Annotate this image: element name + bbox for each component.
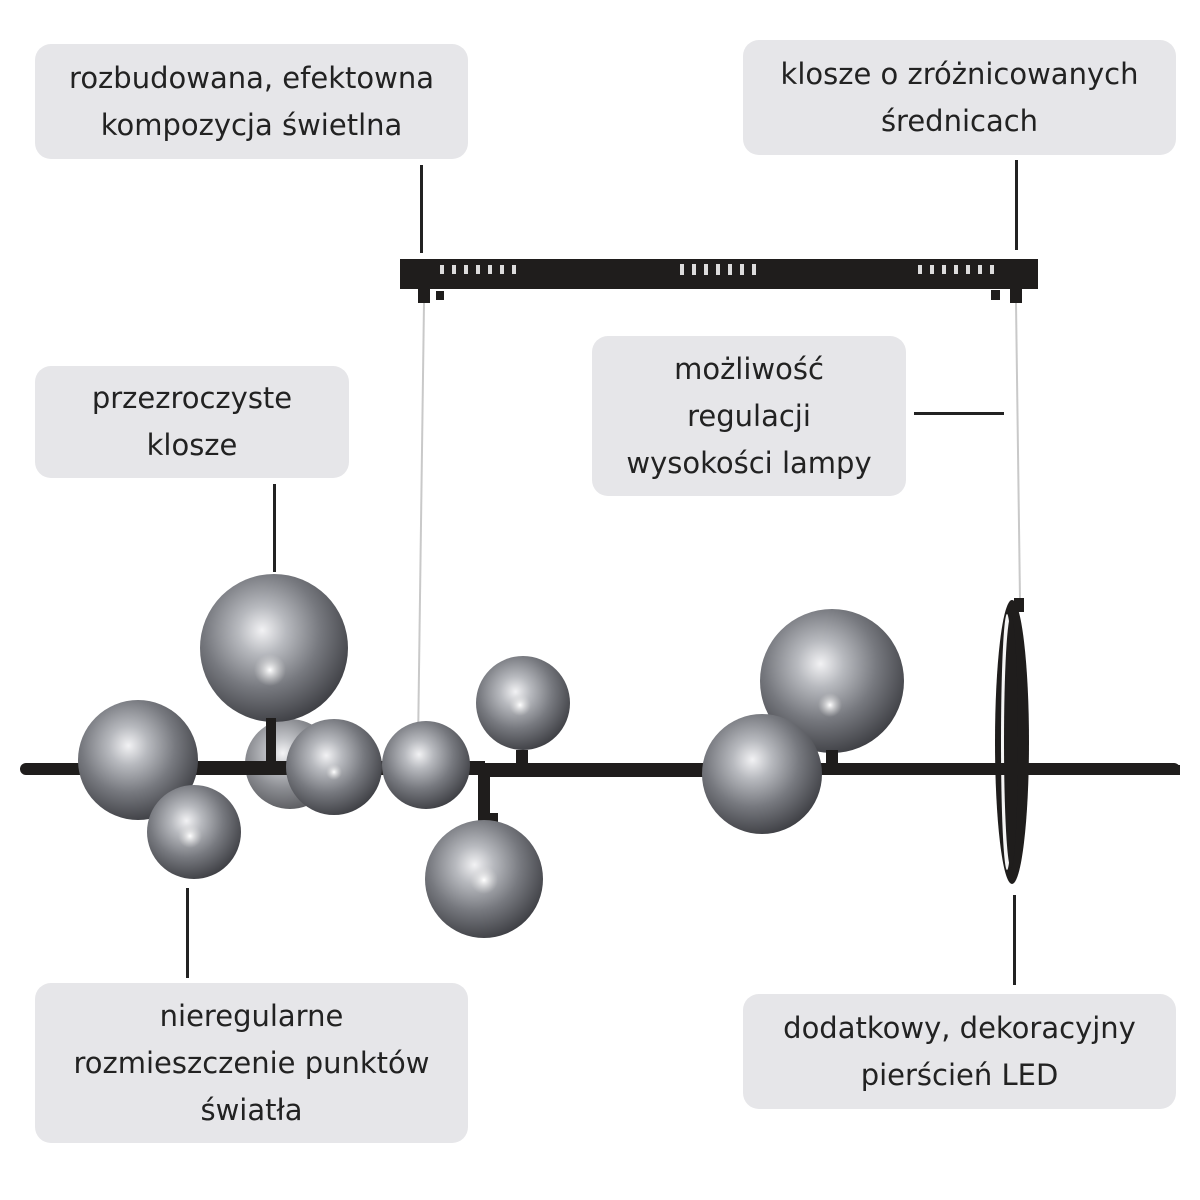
leader-line — [186, 888, 189, 978]
globe — [78, 700, 198, 820]
globe — [200, 574, 348, 722]
leader-line — [420, 165, 423, 253]
callout-composition: rozbudowana, efektowna kompozycja świetl… — [35, 44, 468, 159]
callout-transparent-shades: przezroczyste klosze — [35, 366, 349, 478]
callout-diameters-text: klosze o zróżnicowanych średnicach — [780, 56, 1139, 138]
callout-irregular-text: nieregularne rozmieszczenie punktów świa… — [73, 998, 430, 1127]
globe — [760, 609, 904, 753]
led-ring — [995, 598, 1029, 884]
callout-diameters: klosze o zróżnicowanych średnicach — [743, 40, 1176, 155]
callout-height-adjustment: możliwość regulacji wysokości lampy — [592, 336, 906, 496]
ceiling-canopy — [400, 259, 1038, 303]
callout-height-text: możliwość regulacji wysokości lampy — [626, 351, 872, 480]
leader-line — [1015, 160, 1018, 250]
callout-composition-text: rozbudowana, efektowna kompozycja świetl… — [69, 60, 434, 142]
leader-line — [1013, 895, 1016, 985]
globe — [702, 714, 822, 834]
suspension-wire-right — [1015, 302, 1021, 601]
callout-led-ring: dodatkowy, dekoracyjny pierścień LED — [743, 994, 1176, 1109]
callout-irregular-placement: nieregularne rozmieszczenie punktów świa… — [35, 983, 468, 1143]
leader-line — [273, 484, 276, 572]
leader-line — [914, 412, 1004, 415]
callout-transparent-text: przezroczyste klosze — [91, 381, 293, 462]
globe — [382, 721, 470, 809]
suspension-wire-left — [417, 302, 425, 746]
callout-ring-text: dodatkowy, dekoracyjny pierścień LED — [783, 1010, 1136, 1092]
